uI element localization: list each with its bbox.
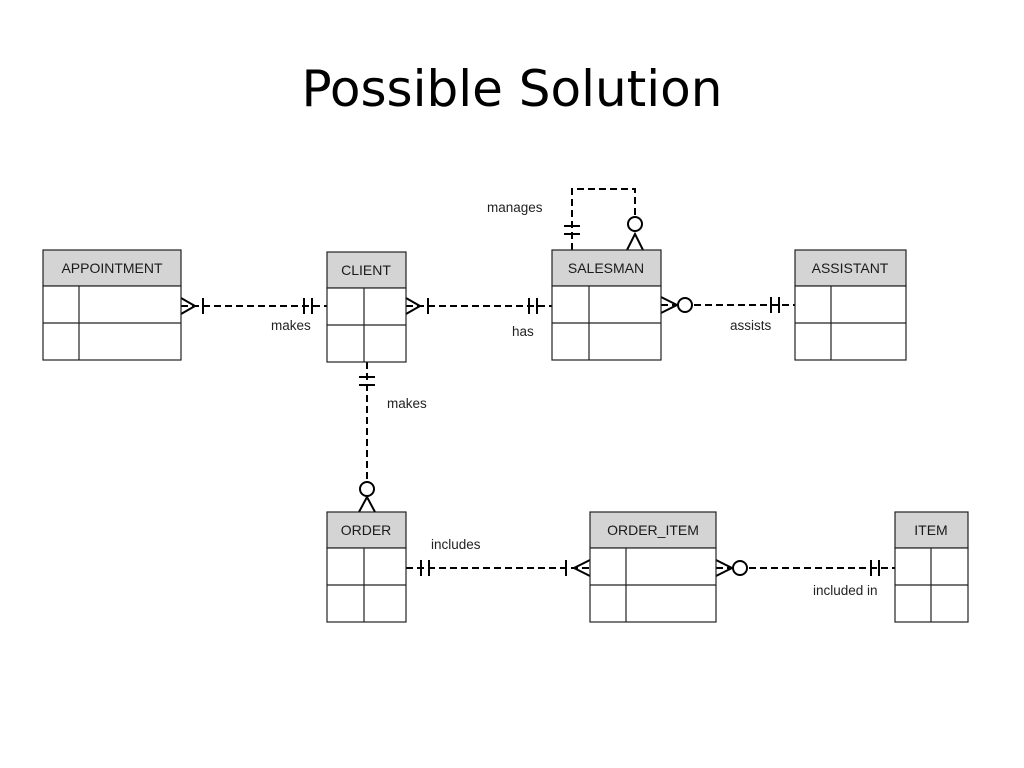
slide-title: Possible Solution: [301, 60, 723, 118]
rel-orderitem-item: [715, 559, 895, 577]
entity-order: ORDER: [326, 511, 407, 623]
entity-salesman: SALESMAN: [551, 249, 662, 361]
entity-item-name: ITEM: [914, 522, 947, 538]
rel-salesman-assistant: [660, 296, 795, 314]
entity-order-name: ORDER: [341, 522, 392, 538]
rel-label-includes: includes: [431, 537, 481, 552]
rel-label-makes-order: makes: [387, 396, 427, 411]
entity-client: CLIENT: [326, 251, 407, 363]
rel-label-included-in: included in: [813, 583, 878, 598]
entity-appointment-name: APPOINTMENT: [61, 260, 163, 276]
rel-label-has: has: [512, 324, 534, 339]
entity-assistant: ASSISTANT: [794, 249, 907, 361]
rel-label-manages: manages: [487, 200, 543, 215]
entity-appointment: APPOINTMENT: [42, 249, 182, 361]
rel-order-orderitem: [406, 559, 591, 577]
entity-salesman-name: SALESMAN: [568, 260, 644, 276]
rel-label-makes-appointment: makes: [271, 318, 311, 333]
rel-client-salesman: [405, 297, 552, 315]
rel-salesman-manages: [564, 188, 644, 251]
entity-assistant-name: ASSISTANT: [812, 260, 889, 276]
entity-item: ITEM: [894, 511, 969, 623]
rel-client-order: [358, 362, 376, 513]
rel-label-assists: assists: [730, 318, 772, 333]
entity-order-item: ORDER_ITEM: [589, 511, 717, 623]
entity-client-name: CLIENT: [341, 262, 391, 278]
rel-appointment-client: [180, 297, 327, 315]
entity-order-item-name: ORDER_ITEM: [607, 522, 699, 538]
